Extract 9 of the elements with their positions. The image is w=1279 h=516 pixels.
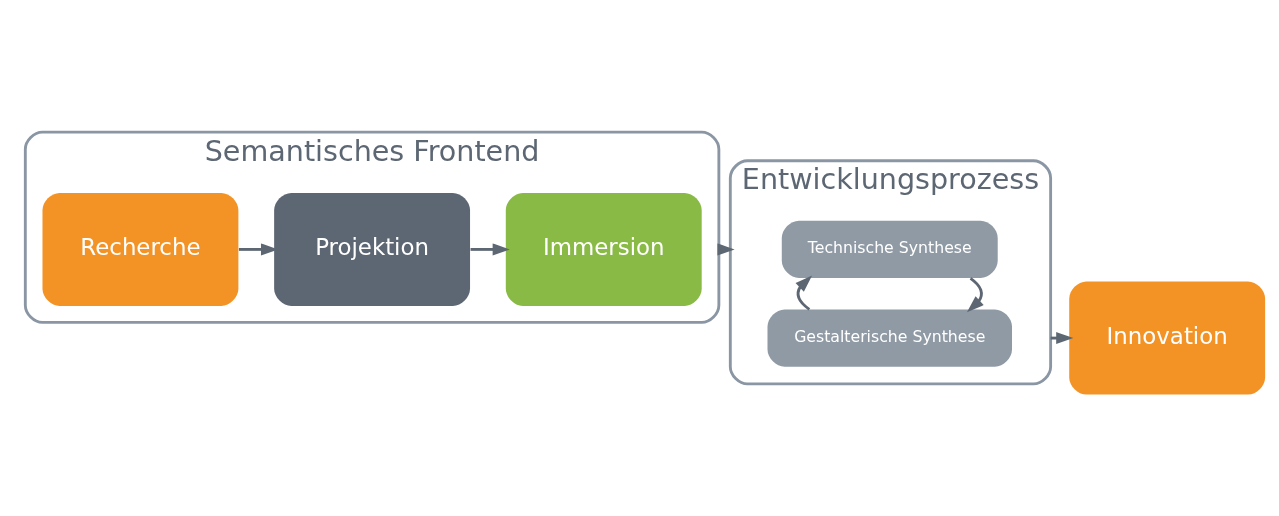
arrow	[795, 275, 813, 311]
node-box: Recherche	[42, 192, 239, 306]
node-box: Technische Synthese	[781, 220, 998, 278]
node-box: Innovation	[1069, 281, 1266, 395]
node-box: Gestalterische Synthese	[767, 309, 1012, 367]
node-box: Immersion	[505, 192, 702, 306]
arrow	[966, 277, 984, 313]
arrow	[470, 243, 510, 256]
node-box: Projektion	[274, 192, 471, 306]
